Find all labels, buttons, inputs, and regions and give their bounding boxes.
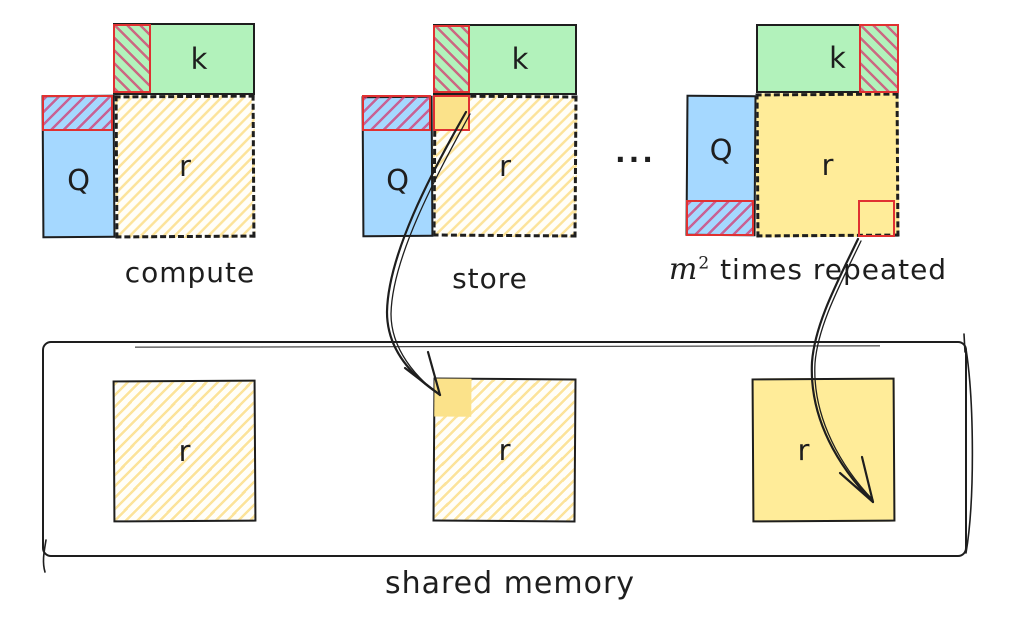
ellipsis: ... (615, 136, 656, 169)
compute-k-label: k (190, 41, 208, 76)
shared-memory-cell-2-label: r (498, 432, 511, 467)
repeated-k-label: k (829, 41, 846, 75)
compute-r-matrix: r (114, 94, 256, 239)
compute-k-active-tile (113, 24, 151, 93)
shared-memory-cell-3-label: r (797, 432, 810, 467)
compute-caption: compute (124, 256, 256, 289)
repeated-caption: m2 times repeated (628, 252, 988, 287)
store-result-tile (433, 95, 470, 131)
store-k-label: k (511, 42, 529, 76)
store-q-active-tile (362, 95, 431, 131)
repeated-caption-math-sup: 2 (698, 253, 711, 274)
shared-memory-cell-1: r (112, 379, 257, 523)
repeated-k-active-tile (859, 24, 899, 93)
compute-r-label: r (178, 148, 192, 184)
store-caption: store (452, 262, 528, 295)
repeated-result-tile (858, 200, 895, 237)
shared-memory-cell-2: r (432, 377, 577, 523)
store-k-active-tile (433, 25, 470, 93)
repeated-q-active-tile (686, 200, 754, 236)
compute-q-active-tile (42, 95, 113, 131)
shared-memory-cell-1-label: r (178, 433, 191, 468)
repeated-caption-rest: times repeated (710, 253, 948, 286)
shared-memory-caption: shared memory (384, 566, 636, 601)
repeated-caption-math-base: m (668, 252, 699, 287)
shared-memory-cell-3: r (751, 377, 896, 523)
